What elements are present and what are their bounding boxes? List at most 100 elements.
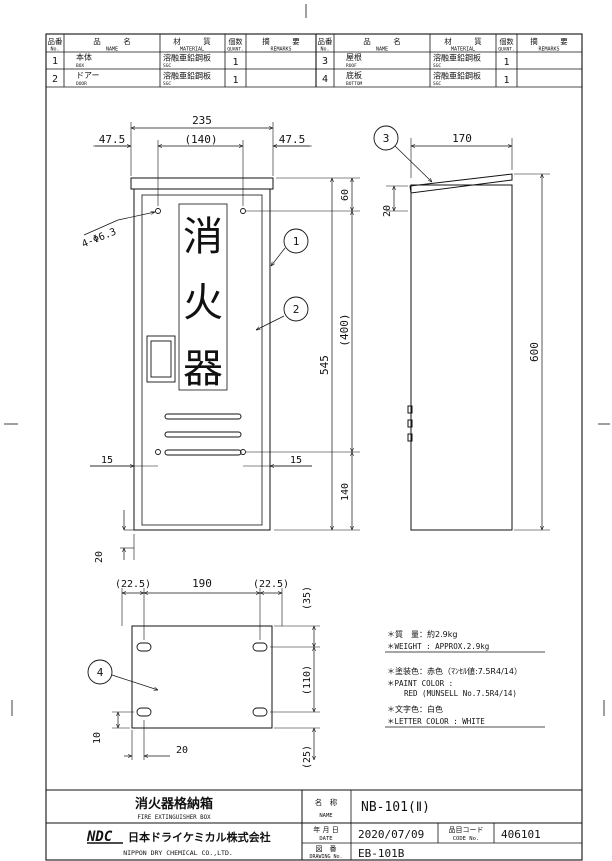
date-value: 2020/07/09 <box>358 828 424 841</box>
row4-name-en: BOTTOM <box>346 81 363 87</box>
spec-notes: ＊質 量：約2.9kg ＊WEIGHT : APPROX.2.9kg ＊塗装色：… <box>385 629 545 728</box>
row3-no: 3 <box>322 56 328 67</box>
dim-roof-height: 20 <box>382 205 393 217</box>
letter-ka: 火 <box>183 280 223 326</box>
hinge <box>407 405 413 414</box>
row3-material-en: SGC <box>433 63 441 69</box>
row2-material-en: SGC <box>163 81 171 87</box>
dim-left-margin: 47.5 <box>99 133 126 146</box>
hdr-remarks-en-1: REMARKS <box>270 47 291 53</box>
callout-4: 4 <box>97 666 104 679</box>
name-value: NB-101(Ⅱ) <box>361 800 430 815</box>
note-weight-jp: ＊質 量：約2.9kg <box>387 629 457 639</box>
dim-lower: 140 <box>340 483 351 501</box>
dim-top: 60 <box>340 189 351 201</box>
side-roof <box>409 173 513 194</box>
dim-overall-width: 235 <box>192 114 212 127</box>
dim-inner-height: (400) <box>338 313 351 346</box>
date-label-jp: 年 月 日 <box>313 825 338 834</box>
dim-bottom-left: (22.5) <box>115 579 151 590</box>
note-paint-en: ＊PAINT COLOR : <box>387 679 453 688</box>
title-block: 消火器格納箱 FIRE EXTINGUISHER BOX 名 称 NAME NB… <box>46 789 582 860</box>
dim-bottom-20: 20 <box>176 745 188 756</box>
code-label-en: CODE No. <box>453 836 480 842</box>
hdr-remarks-en-2: REMARKS <box>538 47 559 53</box>
row3-name-jp: 屋根 <box>346 52 362 62</box>
front-view: 消 火 器 <box>80 114 360 563</box>
dim-bottom-35: (35) <box>302 586 313 610</box>
vent-slot <box>164 413 242 420</box>
row1-name-en: BOX <box>76 63 84 69</box>
hdr-qty-en-2: QUANT. <box>498 47 515 53</box>
row2-material-jp: 溶融亜鉛鋼板 <box>163 71 211 81</box>
hdr-name-en-1: NAME <box>106 47 118 53</box>
hdr-material-jp-1: 材 質 <box>173 36 211 46</box>
hdr-no-jp-2: 品番 <box>318 36 333 46</box>
callout-bubble <box>373 125 399 151</box>
hdr-no-en-1: No. <box>50 47 59 53</box>
dim-bottom-right: (22.5) <box>253 579 289 590</box>
row2-qty: 1 <box>232 75 238 86</box>
row1-material-en: SGC <box>163 63 171 69</box>
sheet-marks <box>4 4 610 716</box>
slot-hole <box>252 707 268 717</box>
title-jp: 消火器格納箱 <box>135 796 213 812</box>
dim-height: 545 <box>318 355 331 375</box>
bottom-view: (22.5) 190 (22.5) (35) (110) (25) 10 20 … <box>87 577 320 769</box>
drawing-value: EB-101B <box>358 847 405 860</box>
slot-hole <box>136 642 152 652</box>
hdr-qty-en-1: QUANT. <box>227 47 244 53</box>
mount-hole <box>155 449 161 455</box>
front-door <box>141 194 263 526</box>
vent-slot <box>164 431 242 438</box>
note-paint-jp: ＊塗装色：赤色（ﾏﾝｾﾙ値:7.5R4/14） <box>387 666 522 676</box>
hinge <box>407 419 413 428</box>
drawing-label-jp: 図 番 <box>316 845 337 853</box>
bottom-plate <box>131 625 273 729</box>
mount-hole <box>240 208 246 214</box>
name-label-en: NAME <box>319 813 332 819</box>
vent-slot <box>164 449 242 456</box>
callout-3: 3 <box>383 132 390 145</box>
dim-base: 20 <box>94 551 105 563</box>
note-weight-en: ＊WEIGHT : APPROX.2.9kg <box>387 642 489 651</box>
row1-no: 1 <box>52 56 58 67</box>
letter-ki: 器 <box>183 346 223 392</box>
row4-qty: 1 <box>503 75 509 86</box>
slot-hole <box>252 642 268 652</box>
note-letter-en: ＊LETTER COLOR : WHITE <box>387 717 485 726</box>
row3-qty: 1 <box>503 57 509 68</box>
sheet-border <box>45 33 583 861</box>
hinge <box>407 433 413 442</box>
row2-no: 2 <box>52 74 58 85</box>
front-body <box>133 188 271 531</box>
side-view: 170 20 600 3 <box>373 125 550 531</box>
row4-name-jp: 底板 <box>346 70 362 80</box>
name-label-jp: 名 称 <box>315 797 338 807</box>
row1-qty: 1 <box>232 57 238 68</box>
side-body <box>410 184 513 531</box>
callout-2: 2 <box>293 303 300 316</box>
dim-bottom-middle: 190 <box>192 577 212 590</box>
row4-material-jp: 溶融亜鉛鋼板 <box>433 71 481 81</box>
hdr-remarks-jp-1: 摘 要 <box>262 36 300 46</box>
dim-depth: 170 <box>452 132 472 145</box>
dim-bottom-25: (25) <box>302 745 313 769</box>
code-label-jp: 品目コード <box>449 826 484 834</box>
mount-hole <box>155 208 161 214</box>
callout-bubble <box>283 228 309 254</box>
front-roof <box>130 177 274 190</box>
row2-name-jp: ドアー <box>76 71 100 80</box>
hdr-material-en-1: MATERIAL <box>180 47 204 53</box>
company-name-en: NIPPON DRY CHEMICAL CO.,LTD. <box>123 849 233 857</box>
hdr-material-jp-2: 材 質 <box>444 36 482 46</box>
row4-no: 4 <box>322 74 328 85</box>
hdr-no-jp-1: 品番 <box>48 36 63 46</box>
code-value: 406101 <box>501 828 541 841</box>
hdr-qty-jp-2: 個数 <box>500 37 514 46</box>
company-name-jp: 日本ドライケミカル株式会社 <box>128 830 271 844</box>
door-handle <box>146 335 176 383</box>
title-en: FIRE EXTINGUISHER BOX <box>137 815 211 821</box>
note-paint-munsell: RED (MUNSELL No.7.5R4/14) <box>404 689 517 698</box>
